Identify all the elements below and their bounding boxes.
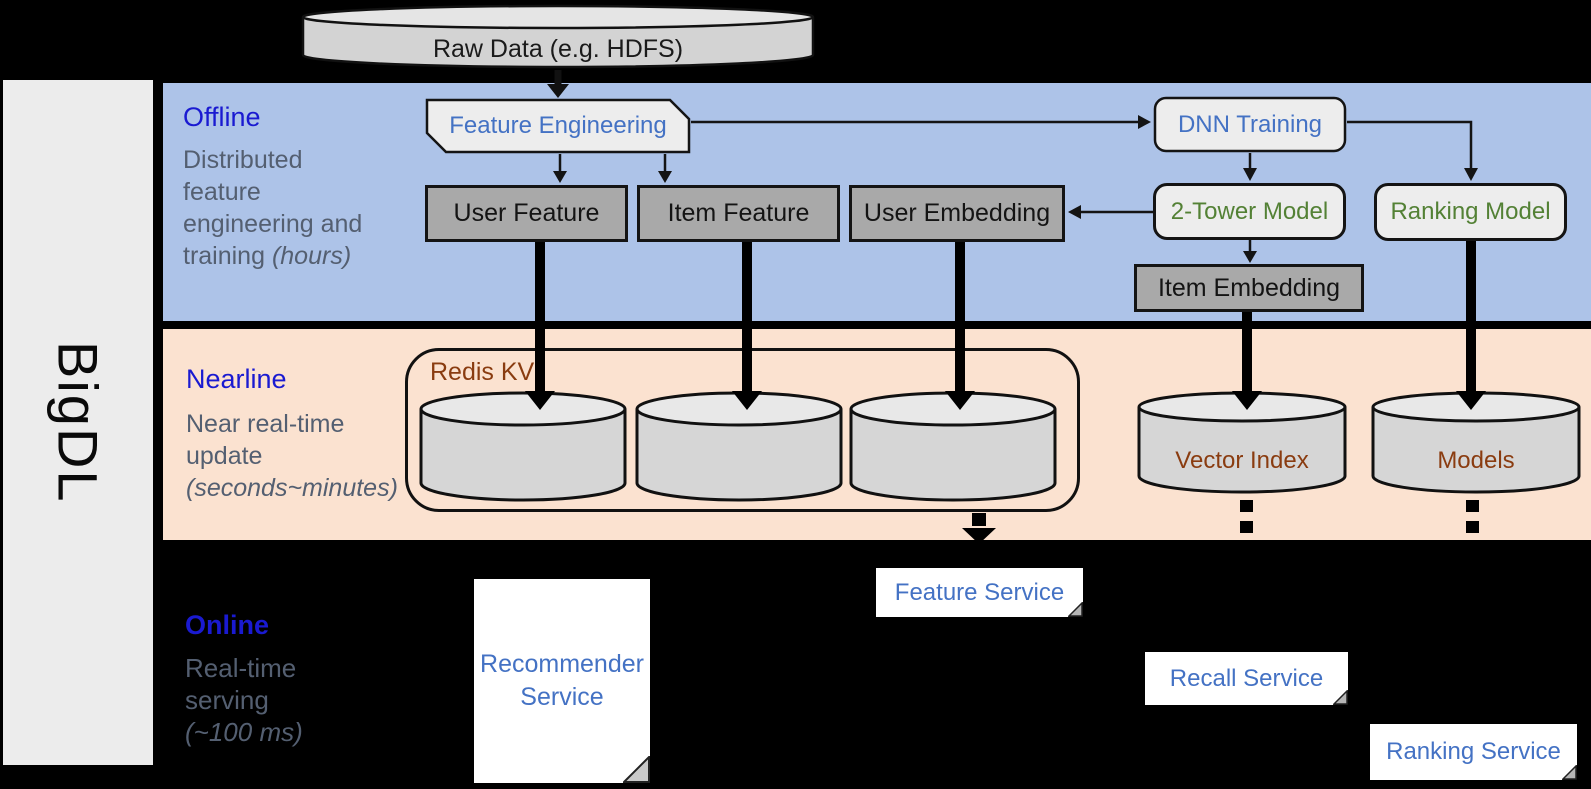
arrow-rawdata-to-feature-engineering: [547, 70, 569, 98]
document-shape: Recommender Service: [474, 579, 650, 783]
ranking-model-label: Ranking Model: [1390, 198, 1551, 225]
arrow-two-tower-to-user-embedding: [1068, 205, 1153, 219]
online-section-label: Online Real-time serving (~100 ms): [185, 608, 303, 748]
item-feature-box: Item Feature: [637, 185, 840, 242]
recall-service-box: Recall Service: [1145, 652, 1348, 705]
online-title: Online: [185, 610, 270, 640]
two-tower-model-label: 2-Tower Model: [1170, 197, 1329, 225]
offline-section-label: Offline Distributed feature engineering …: [183, 100, 362, 272]
arrow-ranking-model-to-models: [1456, 241, 1486, 410]
nearline-section-label: Nearline Near real-time update (seconds~…: [186, 362, 398, 504]
document-shape: Recall Service: [1145, 652, 1348, 705]
arrow-item-embedding-to-vector-index: [1232, 312, 1262, 410]
user-feature-box: User Feature: [425, 185, 628, 242]
arrow-user-embedding-to-redis: [945, 242, 975, 410]
page-fold-icon: [1333, 690, 1348, 705]
document-shape: Feature Service: [876, 568, 1083, 617]
item-embedding-label: Item Embedding: [1157, 273, 1341, 302]
arrow-item-feature-to-redis: [732, 242, 762, 410]
page-fold-icon: [1068, 602, 1083, 617]
recommender-service-label: Recommender Service: [480, 650, 644, 711]
nearline-description: Near real-time update (seconds~minutes): [186, 410, 398, 502]
redis-cylinder-1: [418, 390, 628, 504]
feature-engineering-box: Feature Engineering: [425, 98, 691, 154]
feature-service-label: Feature Service: [894, 578, 1065, 606]
arrow-dnn-training-to-two-tower-model: [1243, 153, 1257, 181]
page-fold-icon: [623, 756, 650, 783]
redis-kv-label: Redis KV: [430, 358, 535, 386]
nearline-title: Nearline: [186, 364, 287, 394]
ranking-service-box: Ranking Service: [1370, 724, 1577, 780]
user-embedding-box: User Embedding: [849, 185, 1065, 242]
offline-title: Offline: [183, 102, 261, 132]
page-fold-icon: [1562, 765, 1577, 780]
dashed-arrow-models-to-ranking-service: [1466, 500, 1479, 533]
arrow-feature-engineering-to-user-feature: [553, 154, 567, 183]
ranking-model-box: Ranking Model: [1374, 183, 1567, 241]
database-cylinder-icon: [301, 4, 815, 69]
feature-service-box: Feature Service: [876, 568, 1083, 617]
redis-cylinder-2: [634, 390, 844, 504]
two-tower-model-box: 2-Tower Model: [1153, 183, 1346, 240]
database-cylinder-icon: [1371, 391, 1581, 494]
ranking-service-label: Ranking Service: [1386, 738, 1561, 765]
online-description: Real-time serving (~100 ms): [185, 653, 303, 747]
snip-corner-shape: [425, 98, 691, 154]
arrow-feature-engineering-to-item-feature: [658, 154, 672, 183]
plaque-shape: [1153, 96, 1347, 153]
sidebar: BigDL: [3, 80, 153, 765]
dashed-arrow-vector-index-to-recall-service: [1240, 500, 1253, 533]
dashed-arrow-redis-to-feature-service: [962, 513, 996, 544]
item-feature-label: Item Feature: [667, 199, 810, 227]
document-shape: Ranking Service: [1370, 724, 1577, 780]
arrow-feature-engineering-to-dnn-training: [691, 115, 1151, 129]
user-embedding-label: User Embedding: [863, 199, 1051, 227]
database-cylinder-icon: [635, 391, 843, 502]
arrow-dnn-training-to-ranking-model: [1347, 120, 1478, 181]
arrow-two-tower-to-item-embedding: [1243, 240, 1257, 263]
brand-logo: BigDL: [46, 341, 110, 504]
recall-service-label: Recall Service: [1169, 664, 1324, 692]
database-cylinder-icon: [419, 391, 627, 502]
arrow-user-feature-to-redis: [525, 242, 555, 410]
user-feature-label: User Feature: [453, 199, 600, 227]
recommender-service-doc: Recommender Service: [474, 579, 650, 783]
offline-description: Distributed feature engineering and trai…: [183, 146, 363, 270]
item-embedding-box: Item Embedding: [1134, 264, 1364, 312]
database-cylinder-icon: [1137, 391, 1347, 494]
dnn-training-box: DNN Training: [1153, 96, 1347, 153]
